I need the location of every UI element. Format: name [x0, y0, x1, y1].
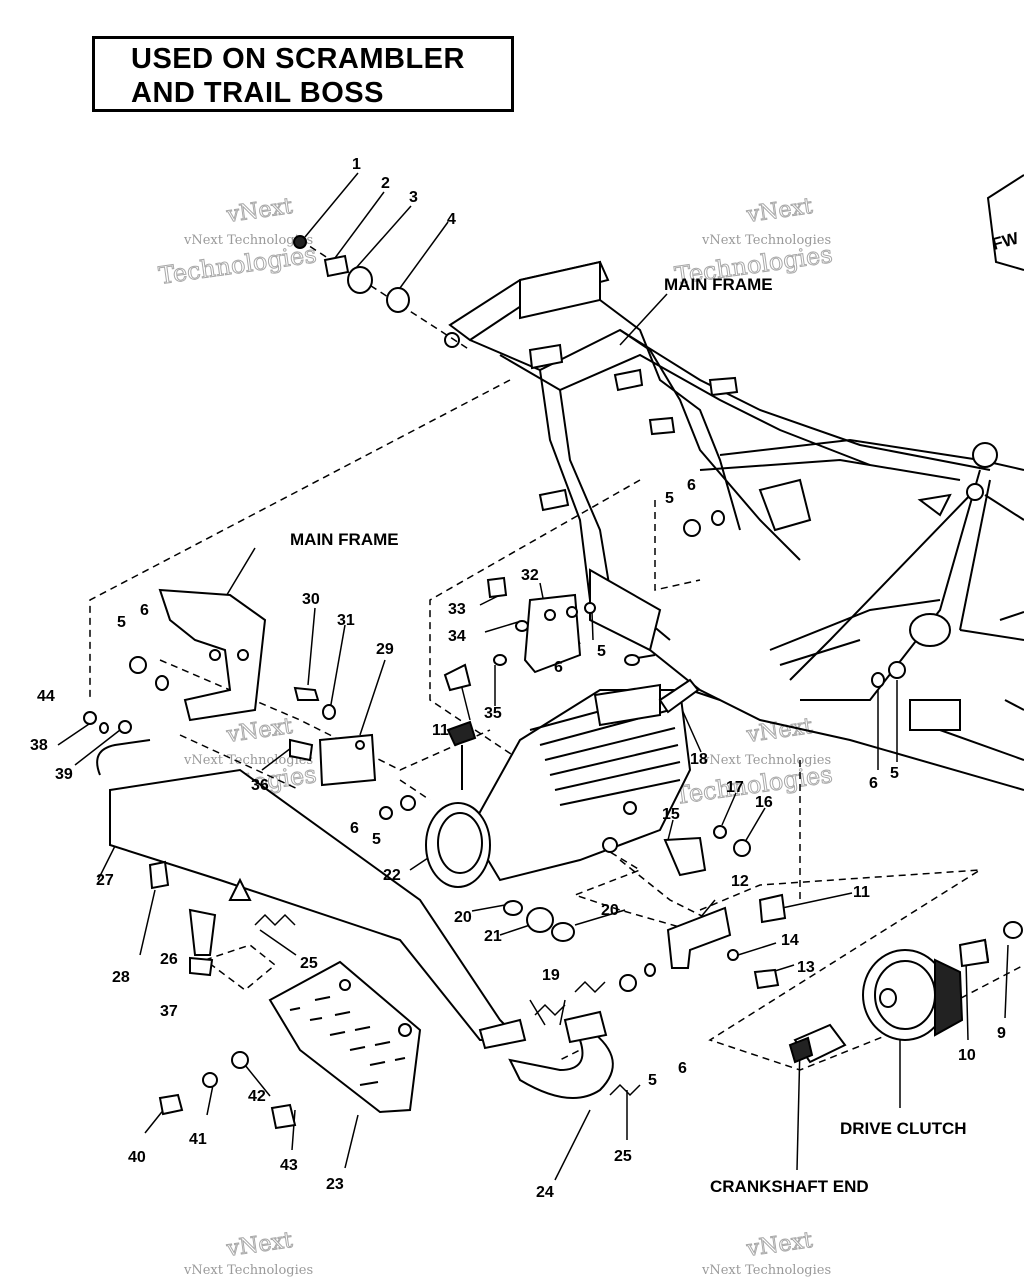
engine-assembly — [425, 678, 700, 888]
heat-shield — [268, 960, 422, 1114]
callout-number: 19 — [542, 967, 560, 984]
callout-number: 15 — [662, 806, 680, 823]
callout-number: 3 — [409, 189, 418, 206]
callout-number: 30 — [302, 591, 320, 608]
callout-number: 20 — [601, 902, 619, 919]
callout-number: 38 — [30, 737, 48, 754]
callout-number: 23 — [326, 1176, 344, 1193]
callout-numbers: 1 2 3 4 5 6 5 6 30 31 29 33 32 34 35 11 … — [30, 156, 1006, 1201]
leader-lines — [57, 172, 1009, 1181]
muffler-exhaust — [96, 739, 614, 1099]
watermark-text: vNext Technologies — [183, 1263, 313, 1278]
watermark-text: vNext Technologies — [701, 753, 831, 768]
callout-number: 39 — [55, 766, 73, 783]
callout-number: 18 — [690, 751, 708, 768]
callout-number: 20 — [454, 909, 472, 926]
watermark-text: vNext — [744, 1228, 814, 1262]
callout-number: 5 — [665, 490, 674, 507]
callout-number: 12 — [731, 873, 749, 890]
callout-number: 9 — [997, 1025, 1006, 1042]
callout-number: 5 — [890, 765, 899, 782]
callout-number: 6 — [687, 477, 696, 494]
watermark-text: vNext Technologies — [701, 233, 831, 248]
callout-number: 27 — [96, 872, 114, 889]
main-frame — [444, 260, 1024, 791]
callout-number: 44 — [37, 688, 55, 705]
callout-number: 34 — [448, 628, 466, 645]
callout-number: 29 — [376, 641, 394, 658]
drive-clutch-assembly — [788, 921, 1023, 1064]
callout-number: 5 — [372, 831, 381, 848]
callout-number: 5 — [117, 614, 126, 631]
watermark-text: vNext — [224, 194, 294, 228]
watermark-text: vNext — [224, 1228, 294, 1262]
callout-number: 11 — [432, 722, 449, 739]
callout-number: 17 — [726, 779, 744, 796]
title-line-2: AND TRAIL BOSS — [131, 77, 384, 109]
callout-number: 10 — [958, 1047, 976, 1064]
watermark-bottom-right: vNext vNext Technologies — [701, 1227, 831, 1278]
callout-number: 6 — [140, 602, 149, 619]
callout-number: 33 — [448, 601, 466, 618]
callout-number: 6 — [869, 775, 878, 792]
callout-number: 31 — [337, 612, 355, 629]
callout-number: 40 — [128, 1149, 146, 1166]
callout-number: 36 — [251, 777, 269, 794]
callout-number: 32 — [521, 567, 539, 584]
callout-number: 2 — [381, 175, 390, 192]
callout-number: 6 — [350, 820, 359, 837]
forward-arrow-sign: FW — [986, 174, 1024, 271]
callout-number: 16 — [755, 794, 773, 811]
callout-number: 25 — [300, 955, 318, 972]
callout-number: 5 — [597, 643, 606, 660]
watermark-text: vNext Technologies — [701, 1263, 831, 1278]
mounting-bracket-left — [158, 588, 377, 787]
callout-number: 6 — [678, 1060, 687, 1077]
small-hardware — [83, 235, 990, 1130]
callout-number: 43 — [280, 1157, 298, 1174]
callout-number: 22 — [383, 867, 401, 884]
callout-number: 35 — [484, 705, 502, 722]
fwd-label: FW — [990, 228, 1021, 253]
title-box: USED ON SCRAMBLER AND TRAIL BOSS — [92, 36, 514, 112]
crankshaft-end-label: CRANKSHAFT END — [710, 1177, 869, 1196]
watermark-bottom-left: vNext vNext Technologies — [183, 1227, 313, 1278]
callout-number: 6 — [554, 659, 563, 676]
callout-number: 21 — [484, 928, 502, 945]
callout-number: 11 — [853, 884, 870, 901]
watermark-text: vNext Technologies — [183, 233, 313, 248]
callout-number: 28 — [112, 969, 130, 986]
callout-number: 37 — [160, 1003, 178, 1020]
callout-number: 42 — [248, 1088, 266, 1105]
callout-number: 41 — [189, 1131, 207, 1148]
callout-number: 24 — [536, 1184, 554, 1201]
watermark-text: vNext — [744, 194, 814, 228]
callout-number: 13 — [797, 959, 815, 976]
callout-number: 4 — [447, 211, 456, 228]
main-frame-label-top: MAIN FRAME — [664, 275, 773, 294]
callout-number: 5 — [648, 1072, 657, 1089]
callout-number: 26 — [160, 951, 178, 968]
callout-number: 1 — [352, 156, 361, 173]
callout-number: 14 — [781, 932, 799, 949]
drive-clutch-label: DRIVE CLUTCH — [840, 1119, 967, 1138]
text-labels: MAIN FRAME MAIN FRAME DRIVE CLUTCH CRANK… — [290, 275, 967, 1196]
watermark-text: vNext — [744, 714, 814, 748]
callout-number: 25 — [614, 1148, 632, 1165]
watermark-text: vNext — [224, 714, 294, 748]
main-frame-label-left: MAIN FRAME — [290, 530, 399, 549]
title-line-1: USED ON SCRAMBLER — [131, 43, 465, 75]
